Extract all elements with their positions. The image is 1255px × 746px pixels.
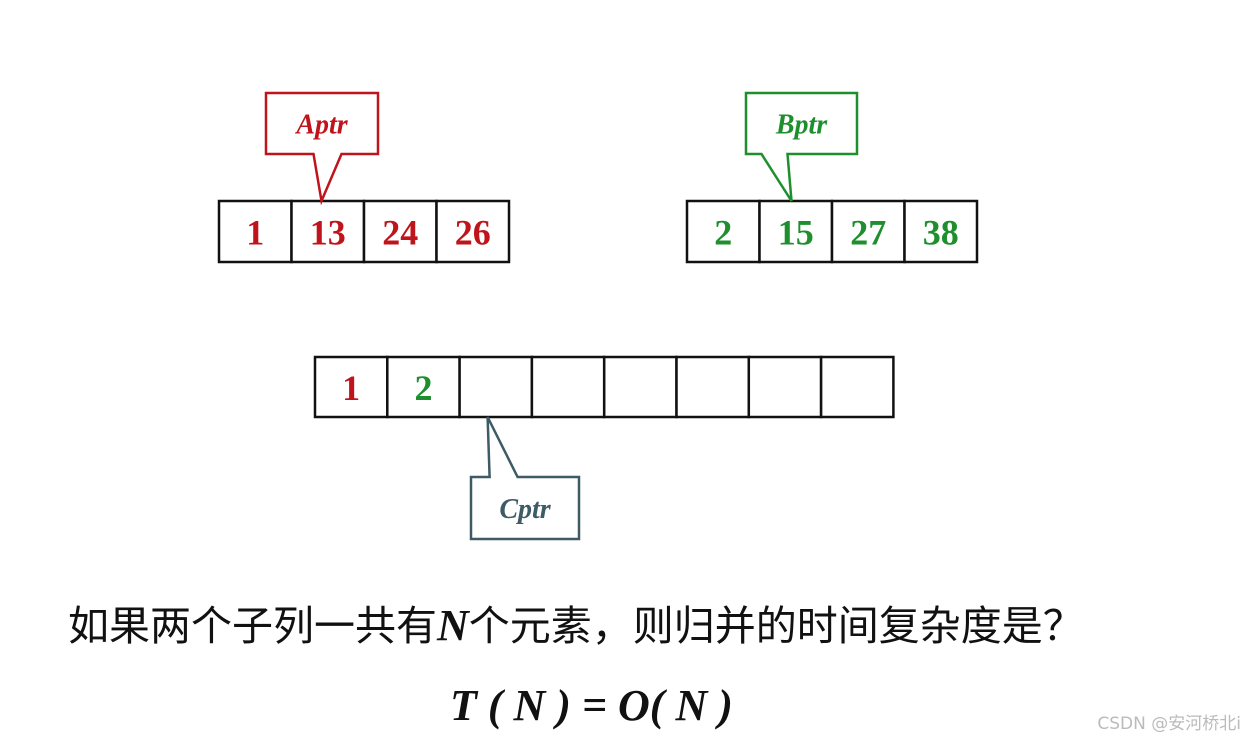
array-c-cell-2: [458, 355, 534, 419]
array-c-cell-6: [747, 355, 823, 419]
array-a-cell-1: [290, 199, 366, 264]
array-a-cell-value-1: 13: [310, 213, 346, 253]
array-c-cell-3: [530, 355, 606, 419]
question-after: 个元素，则归并的时间复杂度是？: [468, 602, 1084, 650]
array-c-cell-0: [313, 355, 389, 419]
array-a-cell-value-2: 24: [382, 213, 418, 253]
array-b-callout: [744, 91, 859, 202]
question-text: 如果两个子列一共有N个元素，则归并的时间复杂度是？: [68, 592, 1084, 652]
array-b-cell-value-2: 27: [850, 213, 886, 253]
array-b-pointer-label: Bptr: [775, 110, 828, 141]
array-b-cell-2: [830, 199, 906, 264]
array-c-cell-value-1: 2: [414, 368, 432, 408]
array-b-cell-value-0: 2: [714, 213, 732, 253]
array-c-cell-5: [675, 355, 751, 419]
array-b-cell-1: [758, 199, 834, 264]
complexity-formula: T ( N ) = O( N ): [450, 681, 733, 730]
array-b-cell-value-3: 38: [923, 213, 959, 253]
array-c-cell-value-0: 1: [342, 368, 360, 408]
array-a-cell-3: [435, 199, 511, 264]
array-b: 2 15 27 38 Bptr: [685, 91, 979, 264]
array-a: 1 13 24 26 Aptr: [217, 91, 511, 264]
array-a-cell-0: [217, 199, 293, 264]
array-c-pointer-label: Cptr: [499, 494, 551, 525]
array-c-cell-4: [602, 355, 678, 419]
array-a-pointer-label: Aptr: [294, 110, 348, 141]
array-c-callout: [469, 416, 581, 541]
array-b-cell-value-1: 15: [778, 213, 814, 253]
array-c-cell-7: [819, 355, 895, 419]
array-a-callout: [264, 91, 380, 206]
array-a-cell-value-3: 26: [455, 213, 491, 253]
array-a-cell-value-0: 1: [246, 213, 264, 253]
array-c-cell-1: [386, 355, 461, 419]
array-b-cell-3: [903, 199, 979, 264]
question-variable: N: [437, 601, 469, 650]
array-a-cell-2: [362, 199, 438, 264]
watermark: CSDN @安河桥北i: [1097, 714, 1241, 734]
question-before: 如果两个子列一共有: [68, 602, 437, 650]
